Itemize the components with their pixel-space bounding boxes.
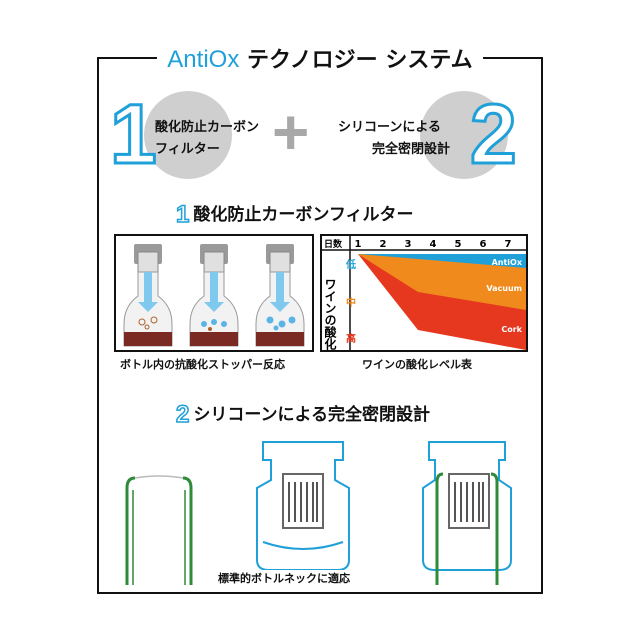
stopper-in-bottle (422, 441, 512, 585)
chart-tick-label: 4 (430, 239, 437, 250)
bottle-1 (123, 244, 173, 347)
chart-series-label: Vacuum (486, 284, 522, 293)
section2-caption: 標準的ボトルネックに適応 (216, 570, 352, 586)
feature2-label: シリコーンによる 完全密閉設計 (338, 120, 451, 157)
chart-area-antiox (358, 254, 526, 268)
chart-series-label: Cork (501, 325, 522, 334)
feature1-label: 酸化防止カーボン フィルター (155, 120, 260, 157)
chart-y-header: ワインの酸化 (323, 278, 337, 350)
chart-tick-label: 5 (455, 239, 462, 250)
brand-name: AntiOx (167, 46, 240, 73)
stopper (256, 441, 350, 571)
chart-level-label: 低 (345, 258, 356, 271)
chart-level-label: 高 (346, 332, 356, 345)
bottles-panel (114, 234, 314, 352)
bottle-neck (125, 475, 193, 585)
feature1-number: 1 (109, 87, 159, 181)
bottles-illustration (123, 244, 305, 347)
feature2-number: 2 (469, 87, 519, 181)
chart-x-header: 日数 (324, 238, 343, 250)
chart-tick-label: 3 (405, 239, 412, 250)
page-title: AntiOx テクノロジー システム (0, 42, 640, 74)
bottle-2 (189, 244, 239, 347)
chart-tick-label: 1 (355, 239, 362, 250)
feature2-circle (420, 91, 508, 179)
bottle-3 (255, 244, 305, 347)
bottles-caption: ボトル内の抗酸化ストッパー反応 (120, 358, 285, 371)
chart-caption: ワインの酸化レベル表 (362, 358, 472, 371)
chart-tick-label: 6 (480, 239, 487, 250)
feature1-circle (144, 91, 232, 179)
chart-tick-label: 7 (505, 239, 512, 250)
title-text: テクノロジー システム (247, 48, 473, 73)
chart-level-label: 中 (346, 296, 356, 309)
chart-tick-label: 2 (380, 239, 387, 250)
chart-area-vacuum (358, 254, 526, 310)
plus-sign: + (272, 96, 310, 168)
seal-illustrations (125, 441, 512, 585)
chart-series-label: AntiOx (492, 258, 523, 267)
